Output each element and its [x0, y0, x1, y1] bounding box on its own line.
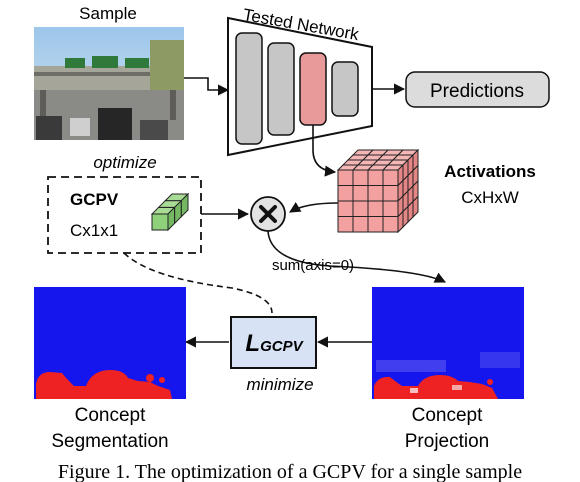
figure-caption: Figure 1. The optimization of a GCPV for… — [58, 461, 522, 482]
dashed-link-gcpv-to-loss — [123, 252, 273, 314]
activations-dims-label: CxHxW — [461, 188, 519, 207]
predictions-label: Predictions — [430, 81, 524, 102]
loss-box — [230, 316, 317, 369]
activations-label: Activations — [444, 162, 536, 181]
concept-projection-mask — [372, 287, 524, 399]
arrow-layer-to-activations — [312, 125, 337, 177]
concept-projection-label-2: Projection — [405, 431, 490, 452]
sample-image — [34, 27, 184, 140]
gcpv-dims-label: Cx1x1 — [70, 221, 118, 240]
loss-label: LGCPV — [245, 330, 304, 357]
arrow-sample-to-network — [184, 77, 230, 96]
sum-label: sum(axis=0) — [272, 257, 354, 274]
gcpv-label: GCPV — [70, 190, 119, 209]
optimize-label: optimize — [93, 153, 156, 172]
arrow-activations-to-multiply — [289, 202, 339, 213]
minimize-label: minimize — [246, 375, 313, 394]
network-layer-2 — [267, 42, 295, 136]
sample-label: Sample — [79, 4, 137, 23]
concept-segmentation-label-2: Segmentation — [51, 431, 168, 452]
predictions-box — [405, 71, 550, 108]
arrow-multiply-to-projection — [267, 230, 447, 283]
concept-projection-label-1: Concept — [412, 405, 483, 426]
network-layer-highlight — [299, 52, 327, 126]
concept-segmentation-label-1: Concept — [75, 405, 146, 426]
concept-segmentation-mask — [34, 287, 186, 399]
activations-cube — [336, 148, 420, 234]
gcpv-cube — [150, 192, 190, 232]
network-layer-4 — [331, 61, 359, 117]
network-layer-1 — [235, 32, 263, 145]
multiply-node — [250, 196, 286, 232]
